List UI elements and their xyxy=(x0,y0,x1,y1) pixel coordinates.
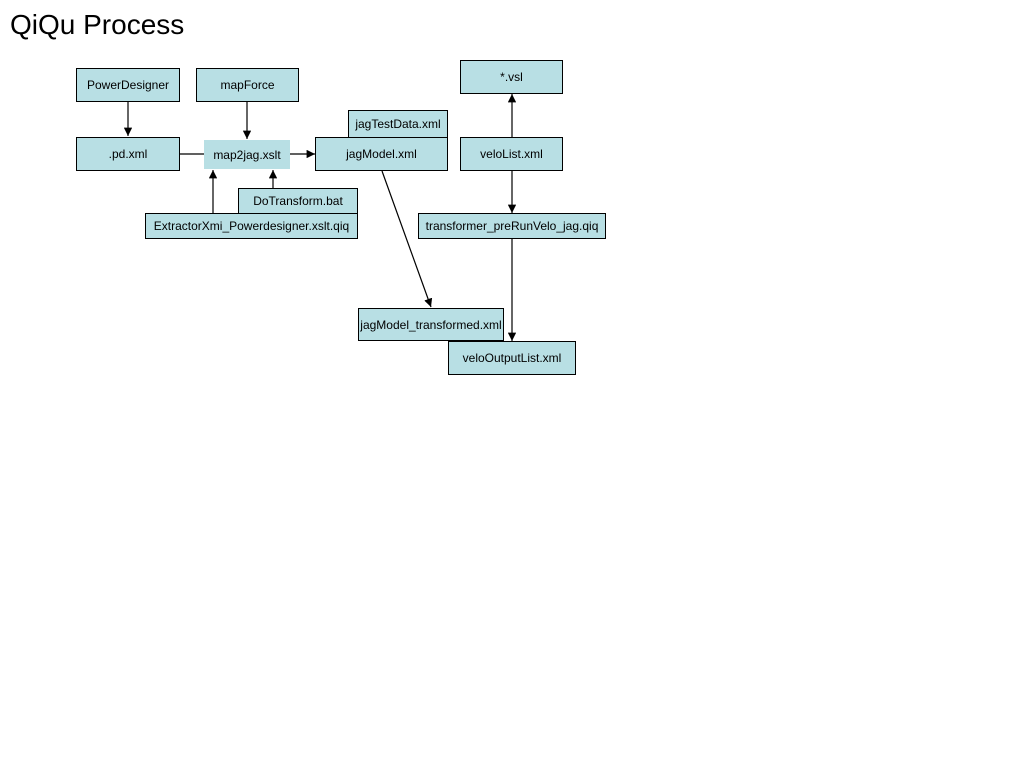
node-extractor-qiq[interactable]: ExtractorXmi_Powerdesigner.xslt.qiq xyxy=(145,213,358,239)
node-jagtestdata-xml[interactable]: jagTestData.xml xyxy=(348,110,448,138)
node-mapforce[interactable]: mapForce xyxy=(196,68,299,102)
node-dotransform-bat[interactable]: DoTransform.bat xyxy=(238,188,358,214)
edge-jagmodel-transformed xyxy=(381,170,433,308)
node-velolist-xml[interactable]: veloList.xml xyxy=(460,137,563,171)
node-jagmodel-xml[interactable]: jagModel.xml xyxy=(315,137,448,171)
node-jagmodel-transformed-xml[interactable]: jagModel_transformed.xml xyxy=(358,308,504,341)
page-title: QiQu Process xyxy=(10,9,185,40)
node-pd-xml[interactable]: .pd.xml xyxy=(76,137,180,171)
node-vsl[interactable]: *.vsl xyxy=(460,60,563,94)
node-velooutputlist-xml[interactable]: veloOutputList.xml xyxy=(448,341,576,375)
node-transformer-qiq[interactable]: transformer_preRunVelo_jag.qiq xyxy=(418,213,606,239)
node-map2jag-xslt[interactable]: map2jag.xslt xyxy=(204,140,290,169)
node-powerdesigner[interactable]: PowerDesigner xyxy=(76,68,180,102)
